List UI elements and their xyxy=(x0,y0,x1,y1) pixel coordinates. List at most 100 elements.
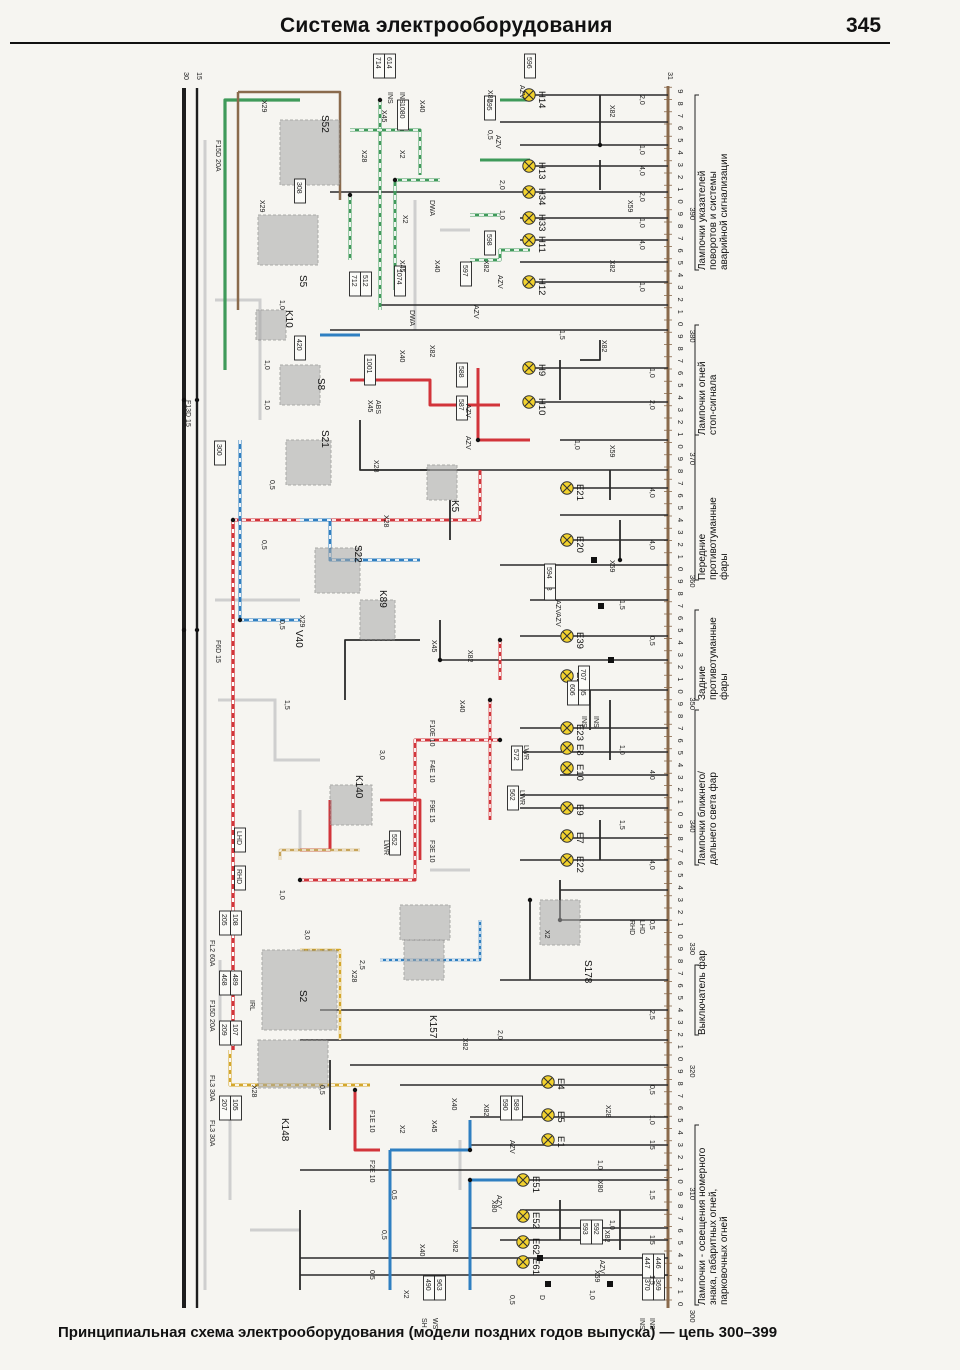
component-label-k10: K10 xyxy=(283,310,294,328)
bus-index-digit: 6 xyxy=(676,371,685,375)
ref-box xyxy=(460,261,472,287)
lamp-cross xyxy=(524,213,534,223)
wire-gauge-label: 1,0 xyxy=(608,1220,615,1230)
ref-box-label: 552 xyxy=(390,834,397,846)
group-bracket xyxy=(694,94,699,271)
module-s8 xyxy=(279,364,321,406)
bus-index-digit: 3 xyxy=(676,898,685,902)
bus-index-digit: 6 xyxy=(676,1229,685,1233)
yellow-s2-wire-stripe xyxy=(300,949,341,1040)
component-label-k148: K148 xyxy=(279,1118,290,1142)
bus-index-digit: 6 xyxy=(676,739,685,743)
ref-box xyxy=(294,178,306,204)
bus-index-digit: 5 xyxy=(676,1118,685,1122)
option-code-label: AZV xyxy=(518,85,525,99)
bus-index-digit: 6 xyxy=(676,616,685,620)
marker-square xyxy=(591,557,597,563)
group-label-line: дальнего света фар xyxy=(707,772,719,865)
bus-index-digit: 2 xyxy=(676,665,685,669)
ref-box xyxy=(642,1253,654,1279)
ref-box-label: 420 xyxy=(295,339,302,351)
ref-box-label: 107 xyxy=(231,1024,238,1036)
bus-index-digit: 9 xyxy=(676,947,685,951)
lamp-label-e20: E20 xyxy=(574,536,585,553)
component-modules xyxy=(255,119,581,1089)
connector-label: X28 xyxy=(604,1105,611,1118)
lamp-label-e4: E4 xyxy=(555,1078,566,1090)
blue-k157-wire-stripe xyxy=(380,920,481,961)
ref-box xyxy=(524,53,536,79)
black-wire xyxy=(580,340,601,361)
ref-box-label: 207 xyxy=(220,1099,227,1111)
lamp-cross xyxy=(518,1211,528,1221)
bus-index-digit: 0 xyxy=(676,935,685,939)
bus-index-digit: 0 xyxy=(676,690,685,694)
wire-gauge-label: 1,0 xyxy=(648,1115,655,1125)
option-code-label: AZV xyxy=(496,275,503,289)
ref-box xyxy=(578,665,590,691)
connector-label: X59 xyxy=(593,1270,600,1283)
connector-label: X29 xyxy=(298,615,305,628)
lamp-label-h12: H12 xyxy=(536,278,547,295)
ref-box-label: 594 xyxy=(545,567,552,579)
lamp-label-h10: H10 xyxy=(536,398,547,415)
connector-label: X80 xyxy=(596,1180,603,1193)
red-f3e-wire xyxy=(380,798,422,860)
connector-label: X45 xyxy=(430,640,437,653)
lamp-label-h33: H33 xyxy=(536,214,547,231)
bus-decade-number: 350 xyxy=(688,698,697,711)
lamp-label-e10: E10 xyxy=(574,764,585,781)
wire-gauge-label: 4,0 xyxy=(648,488,655,498)
lamp-icon xyxy=(522,275,536,289)
option-code-label: RHD xyxy=(628,920,635,935)
bus-index-digit: 6 xyxy=(676,494,685,498)
module-s21 xyxy=(285,439,332,486)
fuse-label: F10E 10 xyxy=(428,720,435,747)
lamp-cross xyxy=(562,535,572,545)
bus-index-digit: 7 xyxy=(676,971,685,975)
bus-index-digit: 1 xyxy=(676,800,685,804)
fuse-label: F1E 10 xyxy=(368,1110,375,1133)
junction-dot xyxy=(297,877,303,883)
bus-index-digit: 8 xyxy=(676,959,685,963)
connector-label: X40 xyxy=(458,700,465,713)
wire-gauge-label: 2,5 xyxy=(358,960,365,970)
option-code-label: ABS xyxy=(374,400,381,414)
option-code-label: INS xyxy=(638,1318,645,1330)
lamp-icon xyxy=(560,853,574,867)
wire-gauge-label: 1,0 xyxy=(588,1290,595,1300)
junction-dot xyxy=(392,177,398,183)
lamp-cross xyxy=(518,1175,528,1185)
lamp-icon xyxy=(560,481,574,495)
group-label-line: аварийной сигнализации xyxy=(719,154,730,270)
module-s178 xyxy=(539,899,581,946)
ref-box xyxy=(580,1219,592,1245)
option-code-label: IRL xyxy=(248,1000,255,1011)
ref-box xyxy=(219,1020,231,1046)
ref-box xyxy=(373,53,385,79)
connector-label: X59 xyxy=(608,560,615,573)
wire-gauge-label: 0,5 xyxy=(368,1270,375,1280)
lamp-icon xyxy=(560,829,574,843)
bus-index-digit: 7 xyxy=(676,604,685,608)
lamp-label-h34: H34 xyxy=(536,188,547,205)
bus-index-digit: 3 xyxy=(676,653,685,657)
lamp-cross xyxy=(543,1077,553,1087)
fuse-label: FL2 60A xyxy=(208,940,215,967)
connector-label: X29 xyxy=(258,200,265,213)
option-code-label: INS xyxy=(648,1318,655,1330)
lamp-label-e61: E61 xyxy=(530,1258,541,1275)
ref-box-label: 1080 xyxy=(398,103,405,119)
red-f1e-wire xyxy=(353,1090,380,1152)
bus-index-digit: 0 xyxy=(676,445,685,449)
component-label-s21: S21 xyxy=(319,430,330,448)
connector-label: X45 xyxy=(366,400,373,413)
blue-fog-wire xyxy=(300,518,420,562)
junction-dot xyxy=(230,517,236,523)
bus-index-digit: 6 xyxy=(676,1106,685,1110)
bus-index-digit: 8 xyxy=(676,1204,685,1208)
bus-index-digit: 5 xyxy=(676,506,685,510)
ref-box-label: LHD xyxy=(235,831,242,845)
lamp-icon xyxy=(522,211,536,225)
